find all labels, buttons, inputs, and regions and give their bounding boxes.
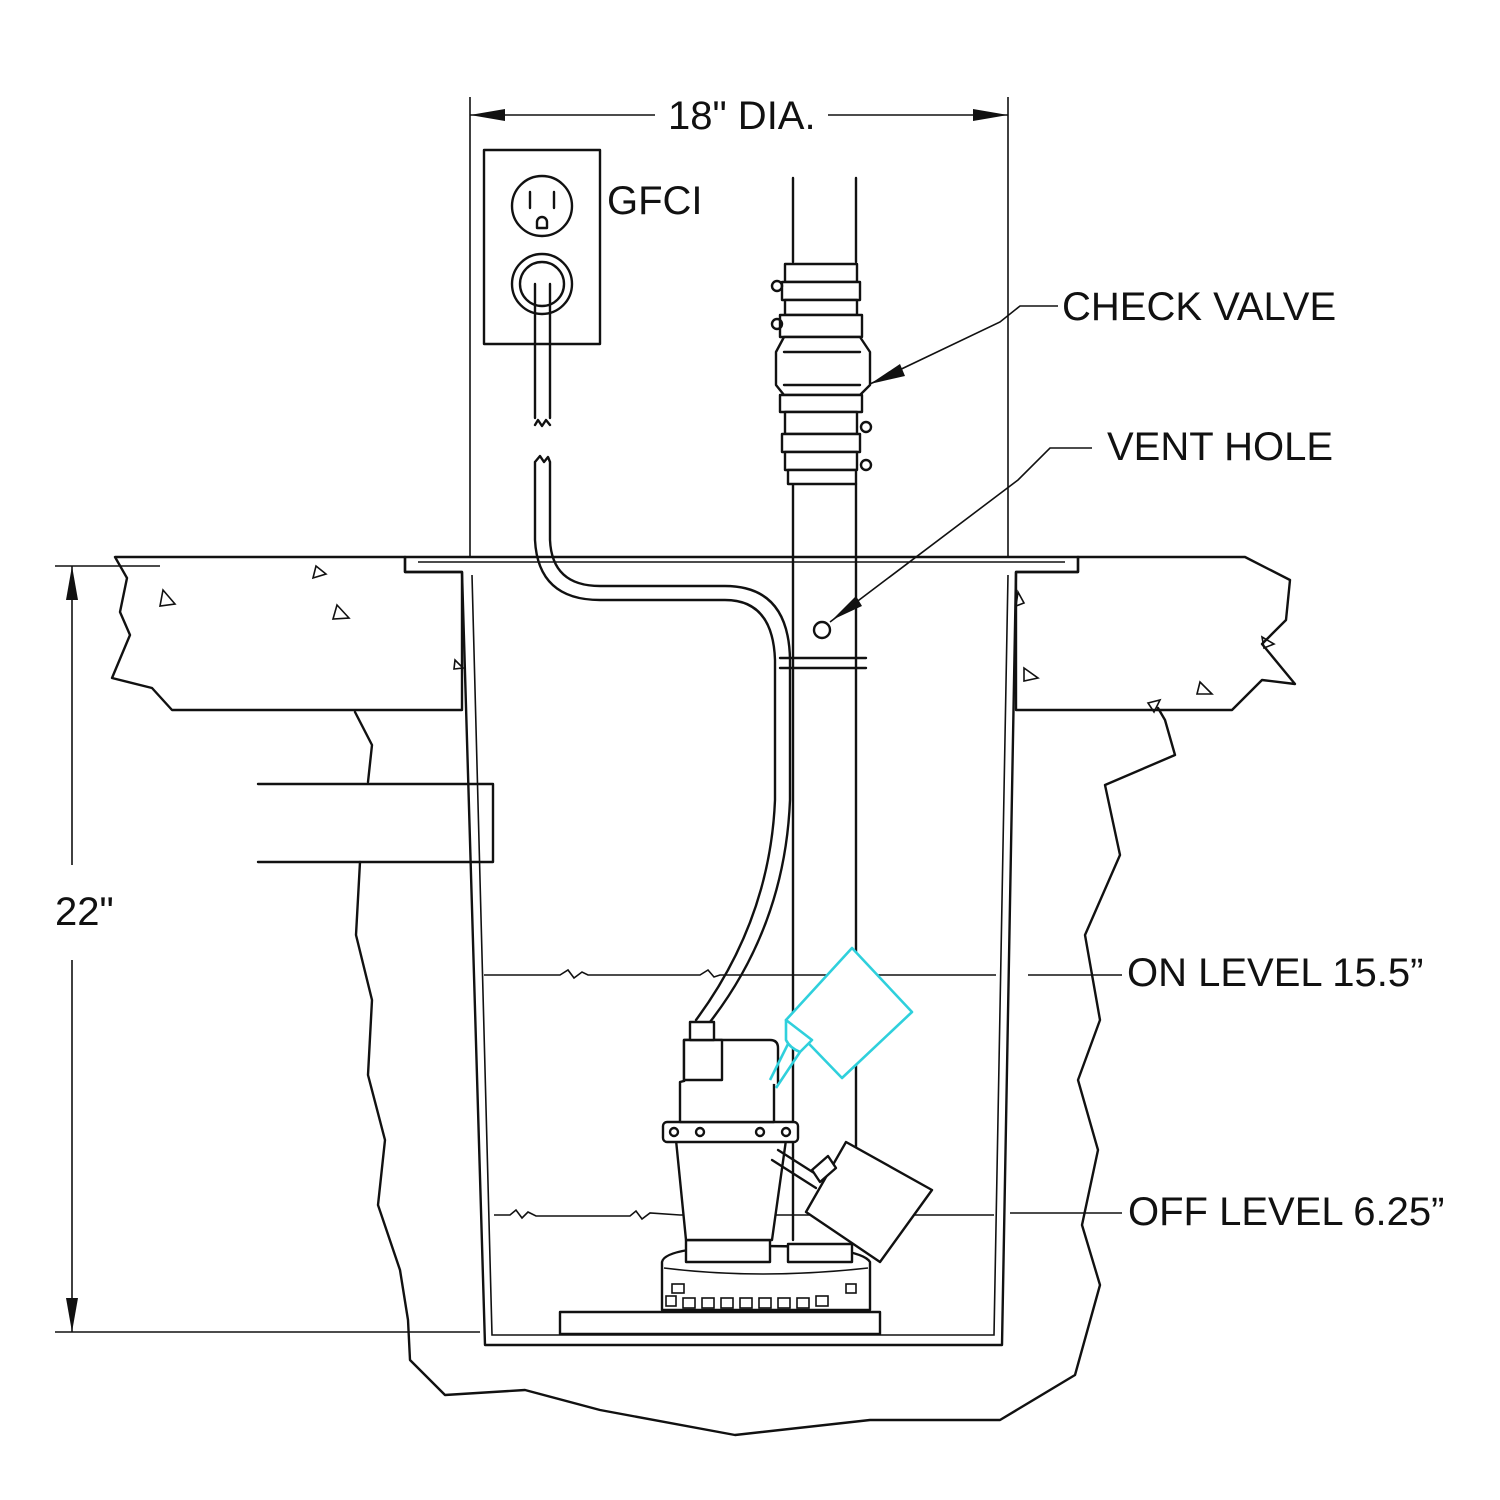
power-cord	[533, 282, 552, 428]
sump-pump	[558, 1020, 882, 1336]
diameter-label: 18" DIA.	[668, 94, 816, 138]
left-soil-outline	[353, 706, 1177, 1437]
inlet-pipe	[256, 782, 495, 864]
diameter-dimension	[469, 97, 1009, 557]
slab-left	[110, 555, 464, 712]
gfci-label: GFCI	[607, 179, 703, 223]
gfci-outlet	[482, 148, 602, 346]
sump-basin	[403, 555, 1080, 1347]
float-switch-on	[768, 946, 914, 1089]
check-valve-leader	[869, 305, 1058, 385]
on-level-water-line	[484, 968, 996, 980]
check-valve	[770, 262, 873, 486]
float-switch-off	[770, 1140, 934, 1264]
check-valve-label: CHECK VALVE	[1062, 285, 1336, 329]
depth-dimension	[55, 565, 480, 1333]
vent-hole-label: VENT HOLE	[1107, 425, 1333, 469]
off-level-label: OFF LEVEL 6.25”	[1128, 1190, 1444, 1234]
power-cord-lower	[533, 454, 792, 1024]
vent-hole	[812, 620, 832, 640]
vent-hole-leader	[829, 447, 1092, 623]
discharge-pipe	[791, 176, 858, 1242]
slab-right	[1014, 555, 1297, 712]
depth-label: 22"	[55, 890, 114, 934]
concrete-aggregate-marks	[159, 564, 1276, 714]
off-level-water-line	[494, 1208, 994, 1221]
on-level-label: ON LEVEL 15.5”	[1127, 951, 1423, 995]
